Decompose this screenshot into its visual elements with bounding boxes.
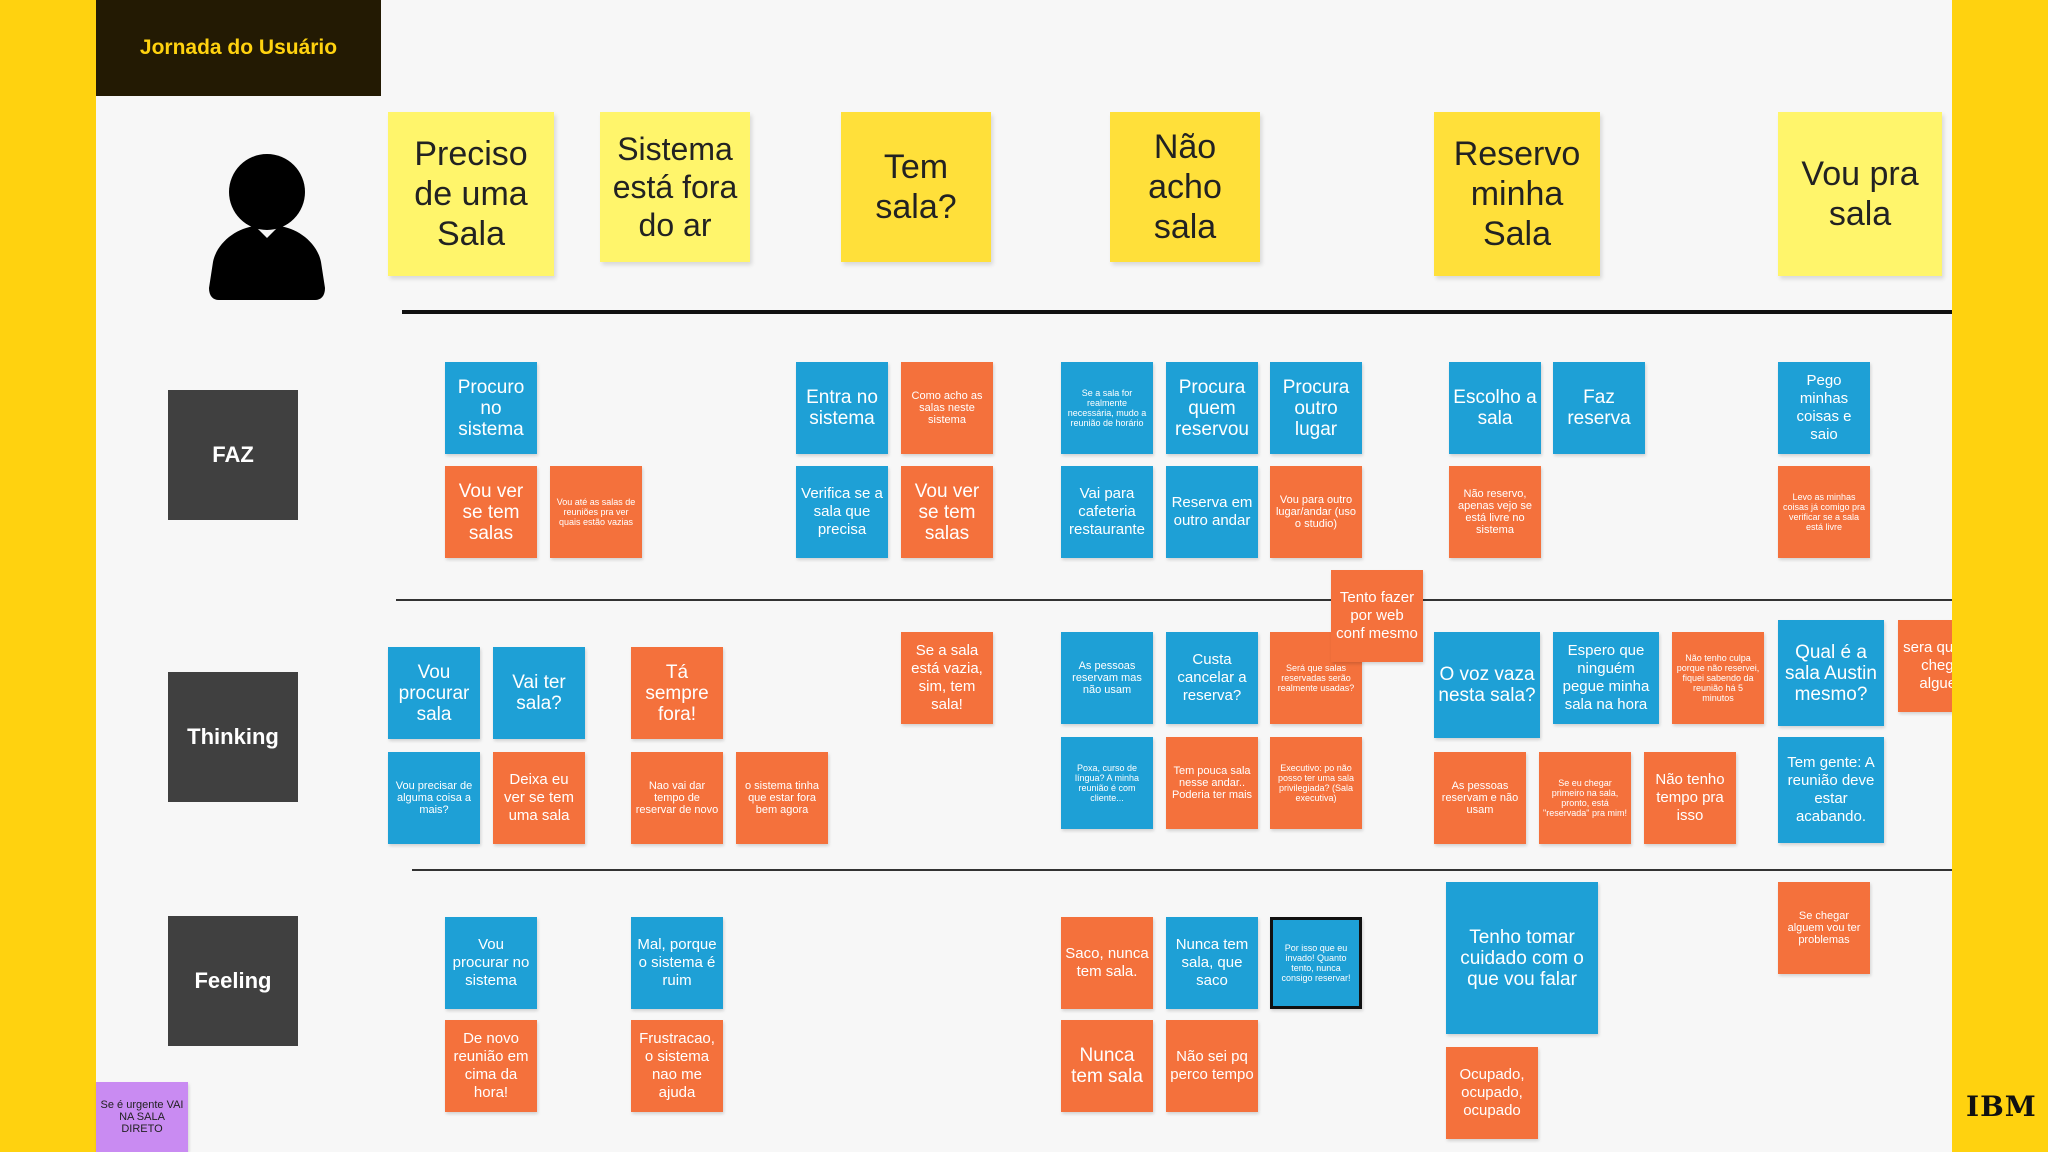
stage-note-2: Sistema está fora do ar (600, 112, 750, 262)
sticky-note: Vai para cafeteria restaurante (1061, 466, 1153, 558)
sticky-note: Custa cancelar a reserva? (1166, 632, 1258, 724)
sticky-note: Se a sala está vazia, sim, tem sala! (901, 632, 993, 724)
title-bar: Jornada do Usuário (96, 0, 381, 96)
sticky-note: Procura outro lugar (1270, 362, 1362, 454)
sticky-note: Qual é a sala Austin mesmo? (1778, 620, 1884, 726)
lane-label-faz: FAZ (168, 390, 298, 520)
sticky-note: Como acho as salas neste sistema (901, 362, 993, 454)
sticky-note: Faz reserva (1553, 362, 1645, 454)
lane-label-thinking: Thinking (168, 672, 298, 802)
sticky-note: Procura quem reservou (1166, 362, 1258, 454)
sticky-note: Por isso que eu invado! Quanto tento, nu… (1270, 917, 1362, 1009)
stage-note-6: Vou pra sala (1778, 112, 1942, 276)
sticky-note: Escolho a sala (1449, 362, 1541, 454)
sticky-note: Vou para outro lugar/andar (uso o studio… (1270, 466, 1362, 558)
sticky-note: Deixa eu ver se tem uma sala (493, 752, 585, 844)
sticky-note: Tento fazer por web conf mesmo (1331, 570, 1423, 662)
lane-divider-thinking-feeling (412, 869, 1952, 871)
sticky-note: o sistema tinha que estar fora bem agora (736, 752, 828, 844)
sticky-note: Poxa, curso de língua? A minha reunião é… (1061, 737, 1153, 829)
sticky-note: De novo reunião em cima da hora! (445, 1020, 537, 1112)
sticky-note: Tem gente: A reunião deve estar acabando… (1778, 737, 1884, 843)
stage-note-1: Preciso de uma Sala (388, 112, 554, 276)
sticky-note: Se chegar alguem vou ter problemas (1778, 882, 1870, 974)
sticky-note: As pessoas reservam e não usam (1434, 752, 1526, 844)
sticky-note: Tá sempre fora! (631, 647, 723, 739)
sticky-note: Vai ter sala? (493, 647, 585, 739)
sticky-note: Se eu chegar primeiro na sala, pronto, e… (1539, 752, 1631, 844)
sticky-note: Levo as minhas coisas já comigo pra veri… (1778, 466, 1870, 558)
sticky-note: Mal, porque o sistema é ruim (631, 917, 723, 1009)
sticky-note: Vou ver se tem salas (445, 466, 537, 558)
sticky-note: Entra no sistema (796, 362, 888, 454)
lane-label-feeling: Feeling (168, 916, 298, 1046)
sticky-note: Não sei pq perco tempo (1166, 1020, 1258, 1112)
sticky-note: Vou procurar sala (388, 647, 480, 739)
stage-divider (402, 310, 1952, 314)
sticky-note: Nunca tem sala (1061, 1020, 1153, 1112)
journey-board: Jornada do Usuário Preciso de uma Sala S… (96, 0, 1952, 1152)
sticky-note: Executivo: po não posso ter uma sala pri… (1270, 737, 1362, 829)
corner-note: Se é urgente VAI NA SALA DIRETO (96, 1082, 188, 1152)
ibm-logo: IBM (1966, 1090, 2037, 1123)
sticky-note: Procuro no sistema (445, 362, 537, 454)
sticky-note: Vou até as salas de reuniões pra ver qua… (550, 466, 642, 558)
sticky-note: Não tenho culpa porque não reservei, fiq… (1672, 632, 1764, 724)
sticky-note: Verifica se a sala que precisa (796, 466, 888, 558)
lane-divider-faz-thinking (396, 599, 1952, 601)
stage-note-5: Reservo minha Sala (1434, 112, 1600, 276)
stage-note-4: Não acho sala (1110, 112, 1260, 262)
sticky-note: O voz vaza nesta sala? (1434, 632, 1540, 738)
sticky-note: Não reservo, apenas vejo se está livre n… (1449, 466, 1541, 558)
sticky-note: Tenho tomar cuidado com o que vou falar (1446, 882, 1598, 1034)
sticky-note: Vou procurar no sistema (445, 917, 537, 1009)
sticky-note: sera que vai chegar alguem (1898, 620, 1952, 712)
sticky-note: Espero que ninguém pegue minha sala na h… (1553, 632, 1659, 724)
sticky-note: Vou ver se tem salas (901, 466, 993, 558)
sticky-note: As pessoas reservam mas não usam (1061, 632, 1153, 724)
sticky-note: Se a sala for realmente necessária, mudo… (1061, 362, 1153, 454)
board-title: Jornada do Usuário (139, 36, 338, 59)
sticky-note: Pego minhas coisas e saio (1778, 362, 1870, 454)
stage-note-3: Tem sala? (841, 112, 991, 262)
sticky-note: Não tenho tempo pra isso (1644, 752, 1736, 844)
sticky-note: Frustracao, o sistema nao me ajuda (631, 1020, 723, 1112)
sticky-note: Nunca tem sala, que saco (1166, 917, 1258, 1009)
sticky-note: Reserva em outro andar (1166, 466, 1258, 558)
sticky-note: Tem pouca sala nesse andar.. Poderia ter… (1166, 737, 1258, 829)
sticky-note: Vou precisar de alguma coisa a mais? (388, 752, 480, 844)
sticky-note: Ocupado, ocupado, ocupado (1446, 1047, 1538, 1139)
person-icon (209, 154, 325, 300)
sticky-note: Nao vai dar tempo de reservar de novo (631, 752, 723, 844)
sticky-note: Saco, nunca tem sala. (1061, 917, 1153, 1009)
